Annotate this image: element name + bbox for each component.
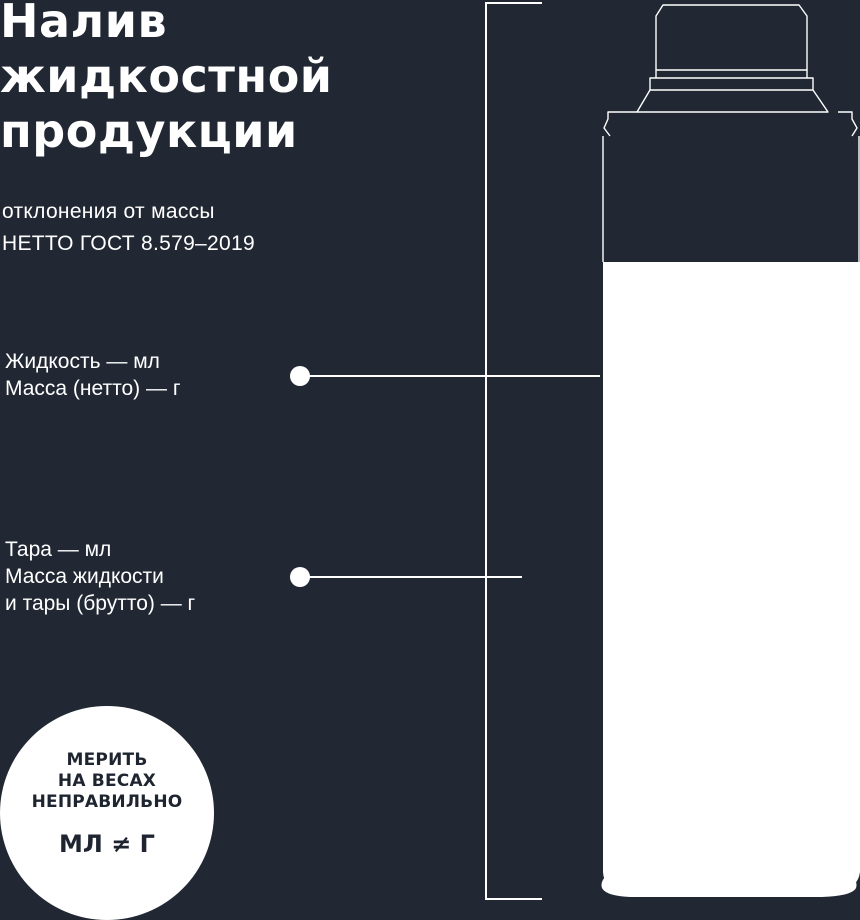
subtitle: отклонения от массы НЕТТО ГОСТ 8.579–201… xyxy=(2,196,255,260)
subtitle-line: отклонения от массы xyxy=(2,200,215,223)
container-pointer-dot xyxy=(290,567,310,587)
liquid-pointer-dot xyxy=(290,366,310,386)
badge-line: НА ВЕСАХ xyxy=(57,771,157,791)
badge-line: МЕРИТЬ xyxy=(66,750,148,770)
warning-badge: МЕРИТЬ НА ВЕСАХ НЕПРАВИЛЬНО МЛ ≠ Г xyxy=(0,706,214,920)
liquid-label-line: Масса (нетто) — г xyxy=(5,377,181,400)
bracket-icon xyxy=(484,2,542,900)
container-label-line: и тары (брутто) — г xyxy=(5,592,196,615)
title-line: продукции xyxy=(0,104,298,158)
container-label-line: Тара — мл xyxy=(5,538,112,561)
bottle-icon xyxy=(590,0,860,916)
title-line: Налив xyxy=(0,0,168,48)
container-label: Тара — мл Масса жидкости и тары (брутто)… xyxy=(5,536,195,617)
badge-line: НЕПРАВИЛЬНО xyxy=(31,792,183,812)
container-pointer-line xyxy=(300,576,522,578)
liquid-pointer-line xyxy=(300,375,600,377)
liquid-label-line: Жидкость — мл xyxy=(5,350,160,373)
badge-text: МЕРИТЬ НА ВЕСАХ НЕПРАВИЛЬНО xyxy=(0,750,214,813)
page-title: Налив жидкостной продукции xyxy=(0,0,333,159)
liquid-label: Жидкость — мл Масса (нетто) — г xyxy=(5,348,181,402)
badge-formula: МЛ ≠ Г xyxy=(59,830,155,858)
subtitle-line: НЕТТО ГОСТ 8.579–2019 xyxy=(2,232,255,255)
title-line: жидкостной xyxy=(0,49,333,103)
container-label-line: Масса жидкости xyxy=(5,565,164,588)
